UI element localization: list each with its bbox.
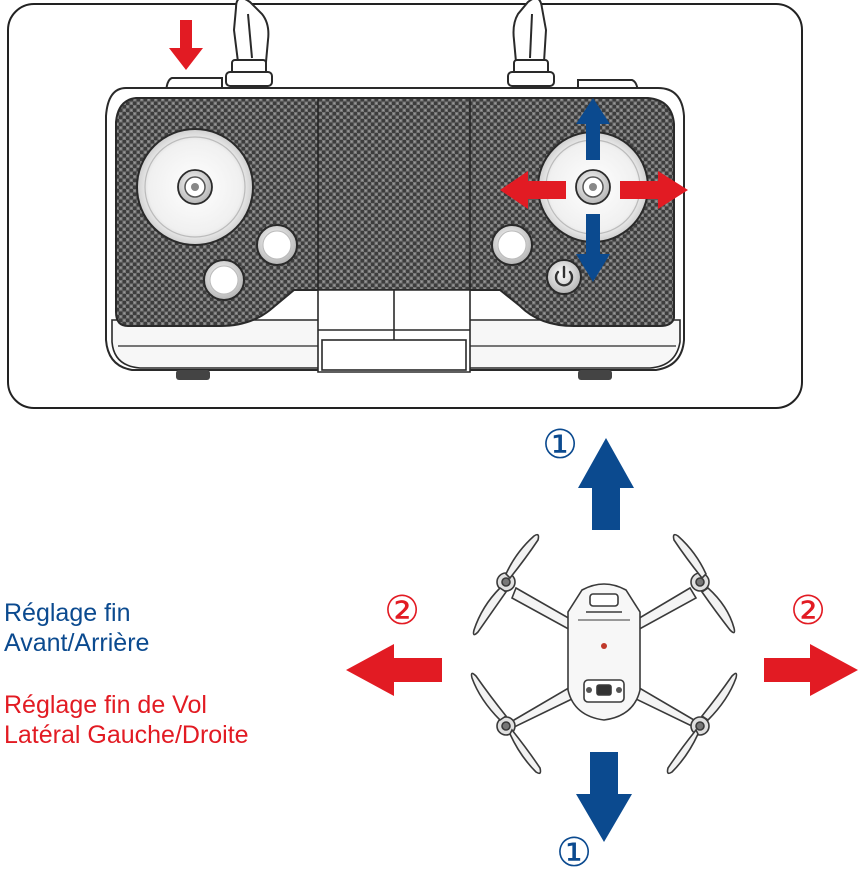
forward-arrow-icon (578, 438, 634, 530)
pitch-trim-caption-line1: Réglage fin (4, 599, 131, 627)
left-arrow-icon (500, 171, 566, 209)
left-lower-button[interactable] (203, 259, 245, 301)
right-upper-button[interactable] (491, 224, 533, 266)
down-arrow-icon (576, 214, 610, 282)
pitch-marker-bottom: ① (556, 830, 592, 873)
roll-trim-caption: Réglage fin de Vol Latéral Gauche/Droite (4, 690, 249, 750)
roll-trim-caption-line1: Réglage fin de Vol (4, 691, 207, 719)
left-antenna (225, 0, 273, 87)
right-drift-arrow-icon (764, 644, 858, 696)
pitch-trim-caption: Réglage fin Avant/Arrière (4, 598, 149, 658)
right-foot (578, 370, 612, 380)
right-antenna (507, 0, 555, 87)
roll-marker-right: ② (790, 588, 826, 634)
roll-trim-caption-line2: Latéral Gauche/Droite (4, 721, 249, 749)
backward-arrow-icon (576, 752, 632, 842)
roll-marker-left: ② (384, 588, 420, 634)
left-upper-button[interactable] (256, 224, 298, 266)
power-button[interactable] (546, 259, 582, 295)
pitch-marker-top: ① (542, 422, 578, 468)
phone-clamp (317, 289, 471, 373)
left-foot (176, 370, 210, 380)
up-arrow-icon (576, 98, 610, 160)
trim-button-down-arrow-icon (169, 20, 203, 70)
drone (470, 533, 738, 775)
left-drift-arrow-icon (346, 644, 442, 696)
right-arrow-icon (620, 171, 688, 209)
power-icon (554, 265, 574, 287)
pitch-trim-caption-line2: Avant/Arrière (4, 629, 150, 657)
left-joystick[interactable] (136, 128, 254, 246)
